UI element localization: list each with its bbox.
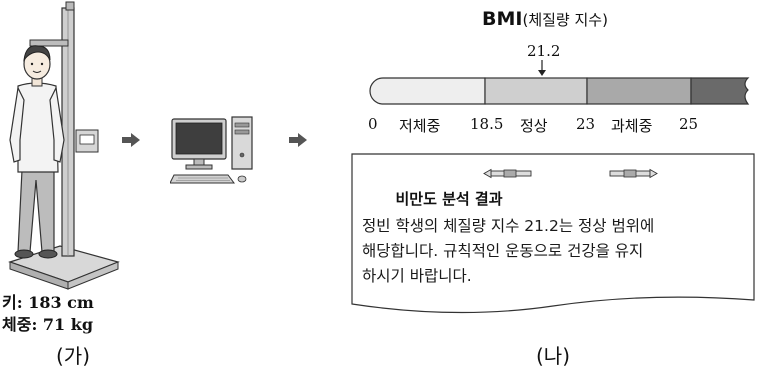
report-line-1: 정빈 학생의 체질량 지수 21.2는 정상 범위에 <box>362 217 655 235</box>
tick-23: 23 <box>576 115 596 133</box>
tick-18-5: 18.5 <box>470 115 504 133</box>
report-paper <box>351 153 755 314</box>
tick-0: 0 <box>368 115 378 133</box>
report-ornament-right <box>609 168 658 179</box>
bmi-scale-bar <box>369 77 750 105</box>
weight-reading: 체중: 71 kg <box>2 315 94 334</box>
label-normal: 정상 <box>520 117 548 135</box>
flow-arrow-2 <box>289 133 307 147</box>
segment-overweight <box>586 77 692 105</box>
report-line-3: 하시기 바랍니다. <box>362 267 472 285</box>
caption-b: (나) <box>536 344 571 368</box>
computer-illustration <box>170 116 253 184</box>
report-title: 비만도 분석 결과 <box>395 190 503 208</box>
label-overweight: 과체중 <box>611 117 653 135</box>
report-ornament-left <box>483 168 532 179</box>
person-legs <box>17 169 55 253</box>
segment-obese <box>690 77 750 105</box>
segment-underweight <box>369 77 486 105</box>
label-underweight: 저체중 <box>399 117 441 135</box>
bmi-title-main: BMI <box>482 8 523 30</box>
caption-a: (가) <box>56 344 91 368</box>
person-on-scale-illustration <box>8 1 120 290</box>
marker-value: 21.2 <box>527 42 561 60</box>
report-line-2: 해당합니다. 규칙적인 운동으로 건강을 유지 <box>362 242 644 260</box>
tick-25: 25 <box>679 115 699 133</box>
bmi-title: BMI(체질량 지수) <box>482 8 608 30</box>
marker-arrow <box>538 60 546 76</box>
height-reading: 키: 183 cm <box>2 293 94 312</box>
flow-arrow-1 <box>122 133 140 147</box>
bmi-title-sub: (체질량 지수) <box>522 11 608 29</box>
head-measure-bar <box>29 39 69 47</box>
segment-normal <box>484 77 588 105</box>
keyboard <box>170 174 235 184</box>
report-body: 정빈 학생의 체질량 지수 21.2는 정상 범위에 해당합니다. 규칙적인 운… <box>362 214 752 289</box>
